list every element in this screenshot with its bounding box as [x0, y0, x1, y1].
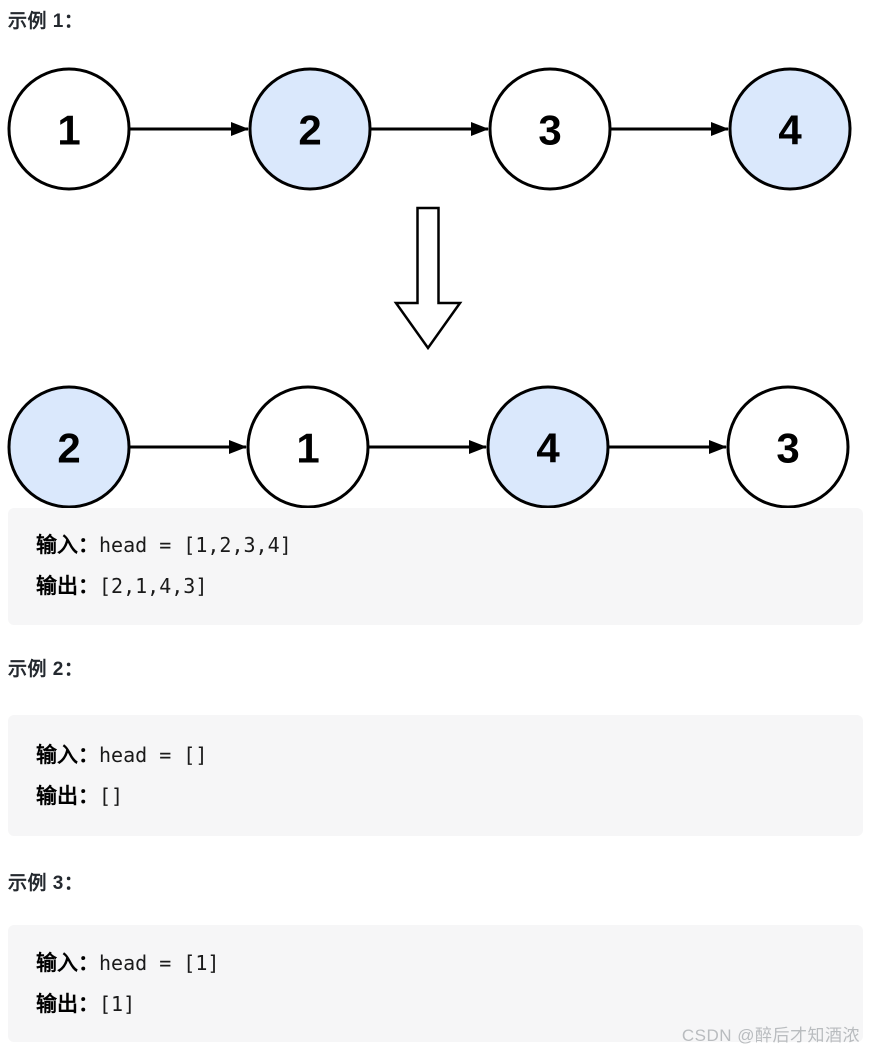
list-node [7, 67, 131, 191]
output-line: 输出：[1] [36, 984, 853, 1025]
input-line: 输入：head = [1] [36, 943, 853, 984]
output-line: 输出：[2,1,4,3] [36, 566, 853, 607]
example-3-io-block: 输入：head = [1]输出：[1] [8, 925, 863, 1042]
list-node-value: 2 [57, 425, 80, 472]
input-value: head = [] [99, 743, 208, 767]
input-label: 输入： [36, 534, 99, 557]
list-node-value: 2 [298, 107, 321, 154]
input-value: head = [1,2,3,4] [99, 533, 292, 557]
list-node-value: 4 [536, 425, 560, 472]
list-node-highlighted [486, 385, 610, 509]
down-arrow-icon [393, 206, 463, 351]
output-value: [] [99, 784, 124, 808]
example-2-io-block: 输入：head = []输出：[] [8, 715, 863, 836]
output-value: [1] [99, 992, 136, 1016]
output-label: 输出： [36, 785, 99, 808]
example-1-io-block: 输入：head = [1,2,3,4]输出：[2,1,4,3] [8, 508, 863, 625]
watermark: CSDN @醉后才知酒浓 [681, 1026, 860, 1045]
list-node-highlighted [728, 67, 852, 191]
list-node [488, 67, 612, 191]
list-node-highlighted [248, 67, 372, 191]
input-label: 输入： [36, 744, 99, 767]
linked-list-transform-diagram: 1 2 3 4 2 1 4 3 [7, 67, 852, 509]
example-2-heading: 示例 2： [8, 659, 84, 680]
input-line: 输入：head = [1,2,3,4] [36, 525, 853, 566]
list-node [246, 385, 370, 509]
output-value: [2,1,4,3] [99, 574, 208, 598]
list-node-highlighted [7, 385, 131, 509]
input-value: head = [1] [99, 951, 220, 975]
input-line: 输入：head = [] [36, 735, 853, 776]
example-3-heading: 示例 3： [8, 873, 84, 894]
list-node-value: 1 [296, 425, 319, 472]
example-1-heading: 示例 1： [8, 11, 84, 32]
linked-list-after: 2 1 4 3 [7, 385, 850, 509]
list-node-value: 1 [57, 107, 80, 154]
input-label: 输入： [36, 952, 99, 975]
list-node-value: 3 [776, 425, 799, 472]
list-node-value: 3 [538, 107, 561, 154]
list-node [726, 385, 850, 509]
output-line: 输出：[] [36, 776, 853, 817]
list-node-value: 4 [778, 107, 802, 154]
output-label: 输出： [36, 993, 99, 1016]
linked-list-before: 1 2 3 4 [7, 67, 852, 191]
output-label: 输出： [36, 575, 99, 598]
